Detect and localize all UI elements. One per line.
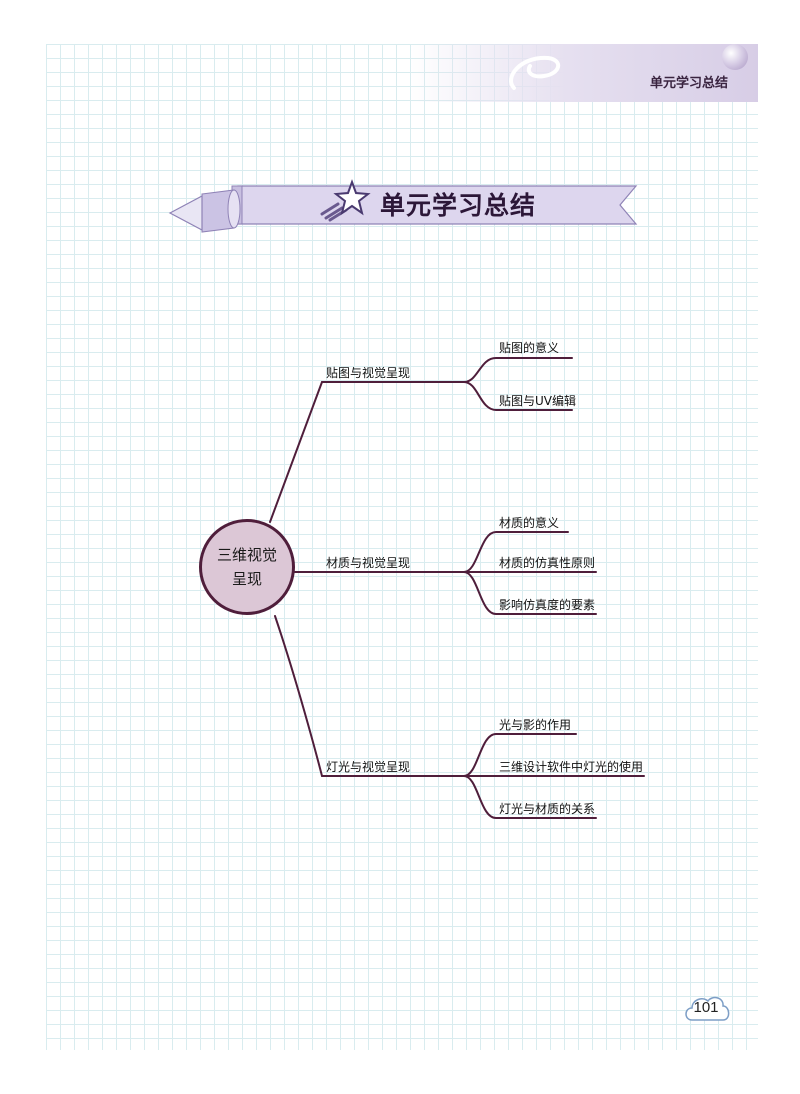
leaf-label: 材质的仿真性原则: [499, 556, 596, 570]
header-ball-ornament: [722, 44, 748, 70]
branch-label-texture: 贴图与视觉呈现: [326, 366, 411, 380]
page-number: 101: [693, 999, 719, 1016]
leaf-label: 贴图的意义: [499, 341, 560, 355]
branch-label-material: 材质与视觉呈现: [326, 556, 411, 570]
leaf-label: 光与影的作用: [499, 718, 572, 732]
leaf-label: 材质的意义: [499, 516, 560, 530]
branch-label-lighting: 灯光与视觉呈现: [326, 760, 411, 774]
leaf-label: 灯光与材质的关系: [499, 802, 596, 816]
mindmap-center-node: 三维视觉呈现: [199, 519, 295, 615]
banner-title: 单元学习总结: [380, 191, 537, 220]
swirl-ornament-icon: [509, 55, 560, 90]
leaf-label: 贴图与UV编辑: [499, 394, 576, 408]
leaf-label: 影响仿真度的要素: [499, 598, 596, 612]
connector-to-branch-1: [269, 381, 323, 523]
header-band: [410, 44, 758, 102]
header-section-title: 单元学习总结: [649, 76, 728, 91]
center-node-label: 三维视觉呈现: [217, 546, 278, 588]
cloud-badge-icon: [685, 996, 730, 1021]
leaf-label: 三维设计软件中灯光的使用: [499, 760, 644, 774]
connector-to-branch-3: [274, 615, 323, 777]
shooting-star-icon: [320, 179, 371, 222]
